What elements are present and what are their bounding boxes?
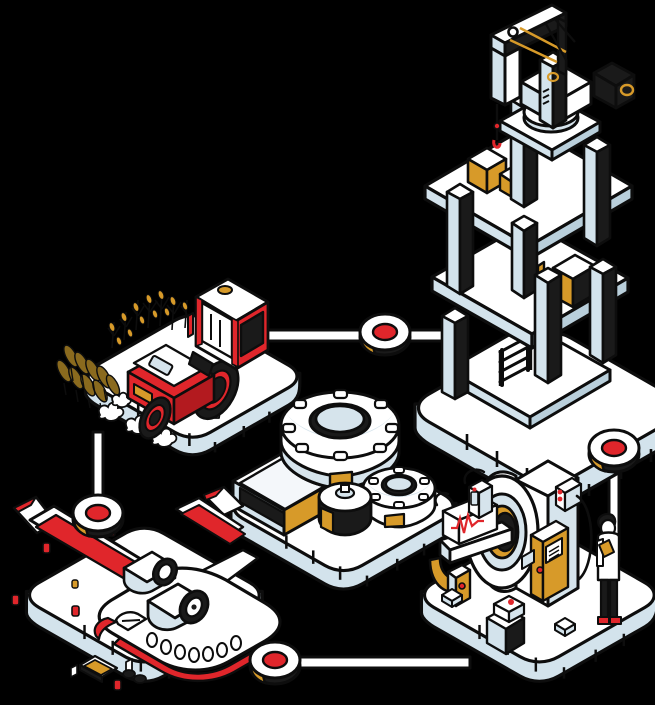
cylinder-part[interactable]	[317, 481, 373, 537]
doctor[interactable]	[596, 512, 622, 625]
link-aviation-health	[290, 655, 472, 670]
mri-console[interactable]	[529, 519, 570, 603]
corn-field	[107, 290, 199, 349]
red-tractor[interactable]	[126, 277, 270, 444]
doctor-shoe-right	[609, 616, 622, 625]
equipment-cart	[485, 594, 526, 656]
floor-boxes	[441, 588, 576, 637]
airplane-landing-gear	[70, 658, 147, 684]
mri-scanner[interactable]	[428, 459, 593, 608]
mri-control-box[interactable]	[463, 468, 494, 520]
node-health-stem[interactable]	[587, 428, 641, 474]
node-core	[261, 650, 289, 670]
platform-skirt-ticks-mfg	[285, 535, 426, 587]
doctor-shoe-left	[597, 616, 610, 625]
manufacturing-platform-group[interactable]	[229, 388, 458, 591]
tower-crane[interactable]	[489, 3, 636, 162]
node-farm-to-construction[interactable]	[358, 312, 412, 357]
airplane-engine-rear	[122, 550, 179, 595]
node-core	[371, 322, 399, 342]
healthcare-platform-group[interactable]	[419, 459, 655, 683]
airplane-engine-near	[146, 582, 210, 632]
construction-platform-group[interactable]	[413, 3, 655, 508]
passenger-airplane[interactable]	[12, 485, 282, 684]
node-farm-stem[interactable]	[71, 493, 125, 539]
construction-ladder	[498, 333, 533, 387]
node-core	[600, 438, 628, 458]
doctor-clipboard	[598, 539, 615, 558]
node-aviation-to-health[interactable]	[248, 640, 302, 686]
wheat-sheaves	[56, 344, 137, 413]
nodes-group[interactable]	[71, 312, 641, 686]
small-flange[interactable]	[361, 466, 437, 529]
construction-columns	[440, 90, 618, 401]
aviation-platform-group[interactable]	[11, 485, 282, 691]
agriculture-platform-group[interactable]	[54, 277, 302, 457]
ecg-waveform	[451, 511, 484, 534]
node-core	[84, 503, 112, 523]
